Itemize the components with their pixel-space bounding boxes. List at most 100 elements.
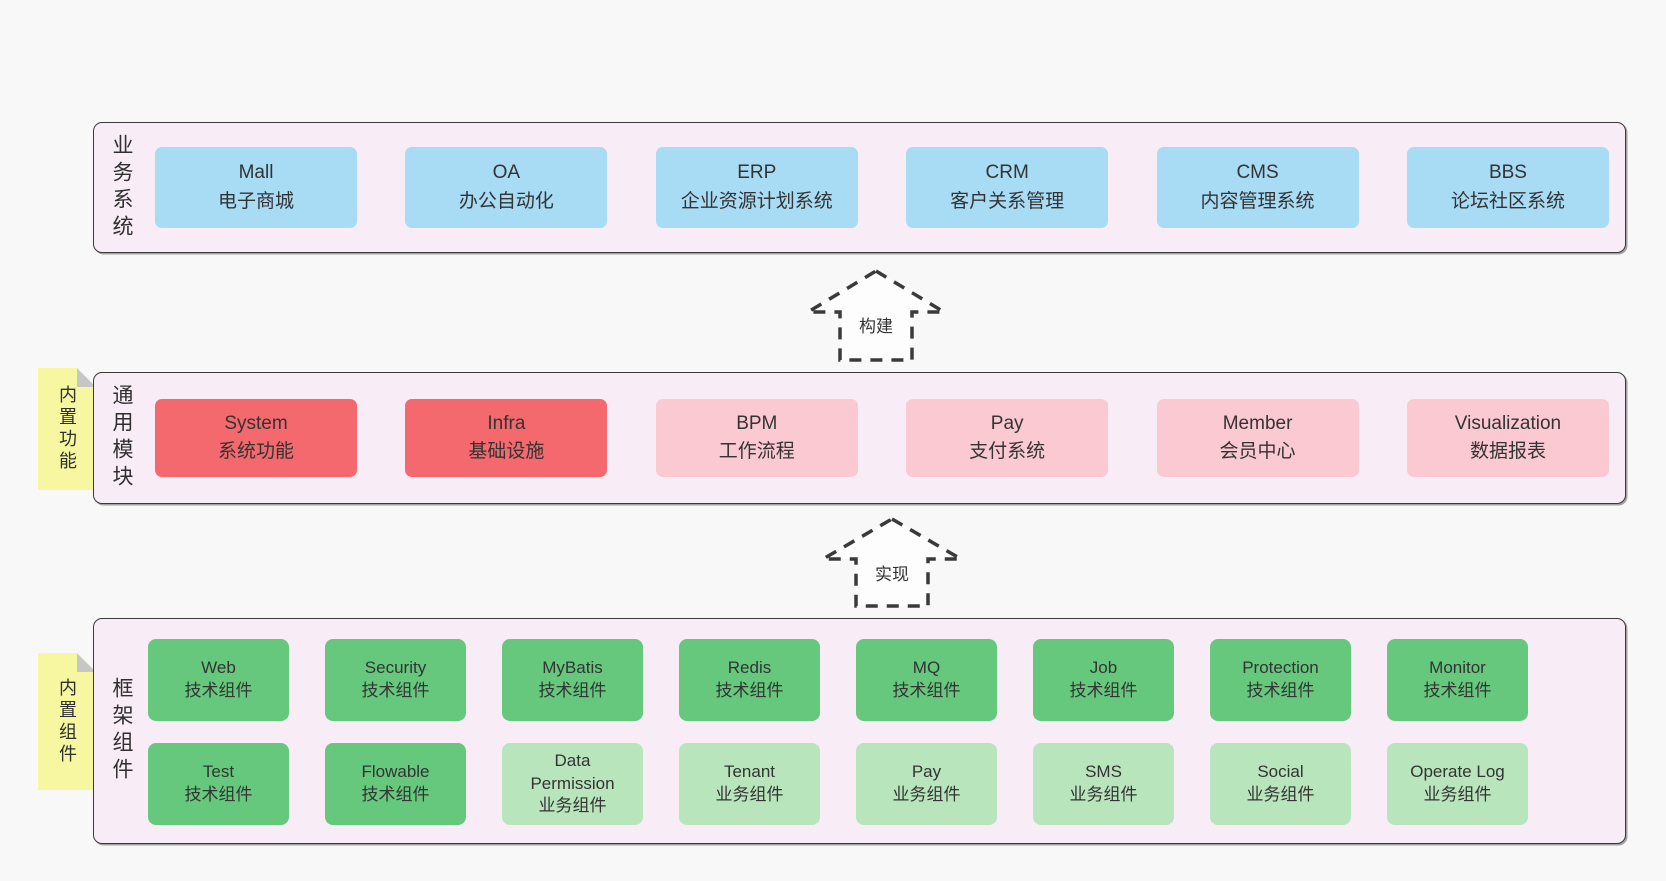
box-subtitle: 技术组件 — [361, 785, 430, 804]
box-title: Social — [1257, 762, 1304, 782]
box-title: Operate Log — [1410, 762, 1505, 782]
box-title: Pay — [911, 762, 942, 782]
box-subtitle: 技术组件 — [538, 681, 607, 700]
box-subtitle: 企业资源计划系统 — [680, 190, 833, 212]
box-subtitle: 技术组件 — [184, 681, 253, 700]
box-subtitle: 会员中心 — [1219, 441, 1296, 462]
box-title: Redis — [727, 658, 772, 678]
box-subtitle: 支付系统 — [969, 441, 1046, 462]
box-subtitle: 业务组件 — [538, 796, 607, 816]
box-title: MyBatis — [542, 658, 603, 678]
band-label-business-systems: 业务系统 — [106, 123, 136, 252]
box-subtitle: 技术组件 — [1246, 681, 1315, 700]
box-title: BBS — [1488, 162, 1527, 183]
box-title: Test — [202, 762, 235, 782]
box-title: Pay — [990, 412, 1024, 434]
arrow-build: 构建 — [805, 268, 947, 363]
box-mall: Mall 电子商城 — [155, 147, 357, 228]
sticky-note-text: 内置组件 — [57, 677, 77, 766]
box-subtitle: 业务组件 — [715, 785, 784, 804]
box-test: Test 技术组件 — [148, 743, 289, 825]
box-subtitle: 业务组件 — [892, 785, 961, 804]
box-subtitle: 数据报表 — [1469, 441, 1546, 462]
box-title: Tenant — [723, 762, 776, 782]
box-subtitle: 电子商城 — [217, 190, 294, 212]
box-title: CRM — [985, 162, 1029, 183]
box-title: CMS — [1236, 162, 1279, 183]
box-title: Monitor — [1429, 658, 1486, 678]
box-title: Job — [1089, 658, 1118, 678]
box-title: Data Permission — [530, 750, 615, 793]
box-job: Job 技术组件 — [1033, 639, 1174, 721]
box-title: OA — [492, 162, 521, 183]
sticky-note-builtin-features: 内置功能 — [38, 368, 96, 490]
box-tenant: Tenant 业务组件 — [679, 743, 820, 825]
box-title: Visualization — [1454, 412, 1562, 434]
box-subtitle: 办公自动化 — [458, 190, 554, 212]
band-label-common-modules: 通用模块 — [106, 373, 136, 503]
box-title: SMS — [1085, 762, 1122, 782]
box-protection: Protection 技术组件 — [1210, 639, 1351, 721]
band-label-framework-components: 框架组件 — [106, 619, 136, 843]
band-common-modules: 通用模块 System 系统功能 Infra 基础设施 BPM 工作流程 Pay… — [93, 372, 1626, 504]
box-social: Social 业务组件 — [1210, 743, 1351, 825]
band-label-text: 框架组件 — [110, 677, 133, 785]
box-subtitle: 技术组件 — [715, 681, 784, 700]
box-bbs: BBS 论坛社区系统 — [1406, 147, 1609, 228]
box-web: Web 技术组件 — [148, 639, 289, 721]
box-title: Flowable — [361, 762, 430, 782]
arrow-implement: 实现 — [820, 516, 964, 609]
arrow-implement-label: 实现 — [872, 560, 912, 585]
box-subtitle: 工作流程 — [718, 441, 795, 462]
box-erp: ERP 企业资源计划系统 — [655, 147, 858, 228]
box-oa: OA 办公自动化 — [405, 147, 608, 228]
sticky-note-builtin-components: 内置组件 — [38, 653, 96, 790]
band-label-text: 业务系统 — [110, 133, 133, 242]
box-pay-component: Pay 业务组件 — [856, 743, 997, 825]
box-data-permission: Data Permission 业务组件 — [502, 743, 643, 825]
modules-box-row: System 系统功能 Infra 基础设施 BPM 工作流程 Pay 支付系统… — [155, 373, 1609, 503]
box-flowable: Flowable 技术组件 — [325, 743, 466, 825]
box-subtitle: 技术组件 — [184, 785, 253, 804]
band-business-systems: 业务系统 Mall 电子商城 OA 办公自动化 ERP 企业资源计划系统 CRM… — [93, 122, 1626, 253]
band-label-text: 通用模块 — [110, 384, 133, 492]
box-subtitle: 技术组件 — [892, 681, 961, 700]
box-visualization: Visualization 数据报表 — [1406, 399, 1609, 477]
box-subtitle: 内容管理系统 — [1200, 190, 1315, 212]
box-subtitle: 系统功能 — [217, 441, 294, 462]
box-title: MQ — [912, 658, 941, 678]
box-subtitle: 业务组件 — [1246, 785, 1315, 804]
box-subtitle: 基础设施 — [468, 441, 545, 462]
arrow-build-label: 构建 — [856, 312, 896, 337]
box-member: Member 会员中心 — [1156, 399, 1359, 477]
box-bpm: BPM 工作流程 — [655, 399, 858, 477]
box-title: Protection — [1242, 658, 1319, 678]
band-framework-components: 框架组件 Web 技术组件 Security 技术组件 MyBatis 技术组件… — [93, 618, 1626, 844]
box-operate-log: Operate Log 业务组件 — [1387, 743, 1528, 825]
box-crm: CRM 客户关系管理 — [906, 147, 1109, 228]
box-system: System 系统功能 — [155, 399, 357, 477]
box-subtitle: 业务组件 — [1069, 785, 1138, 804]
box-security: Security 技术组件 — [325, 639, 466, 721]
box-title: Member — [1222, 412, 1293, 434]
components-grid: Web 技术组件 Security 技术组件 MyBatis 技术组件 Redi… — [148, 639, 1528, 825]
box-redis: Redis 技术组件 — [679, 639, 820, 721]
box-mybatis: MyBatis 技术组件 — [502, 639, 643, 721]
components-row-2: Test 技术组件 Flowable 技术组件 Data Permission … — [148, 743, 1528, 825]
box-subtitle: 技术组件 — [1423, 681, 1492, 700]
box-title: Web — [201, 658, 236, 678]
box-infra: Infra 基础设施 — [405, 399, 608, 477]
box-title: Mall — [238, 162, 274, 183]
box-subtitle: 技术组件 — [361, 681, 430, 700]
box-subtitle: 业务组件 — [1423, 785, 1492, 804]
box-title: System — [224, 412, 288, 434]
box-cms: CMS 内容管理系统 — [1156, 147, 1359, 228]
box-title: ERP — [737, 162, 777, 183]
components-row-1: Web 技术组件 Security 技术组件 MyBatis 技术组件 Redi… — [148, 639, 1528, 721]
box-subtitle: 客户关系管理 — [950, 190, 1065, 212]
box-monitor: Monitor 技术组件 — [1387, 639, 1528, 721]
box-subtitle: 技术组件 — [1069, 681, 1138, 700]
box-title: Security — [364, 658, 427, 678]
box-sms: SMS 业务组件 — [1033, 743, 1174, 825]
